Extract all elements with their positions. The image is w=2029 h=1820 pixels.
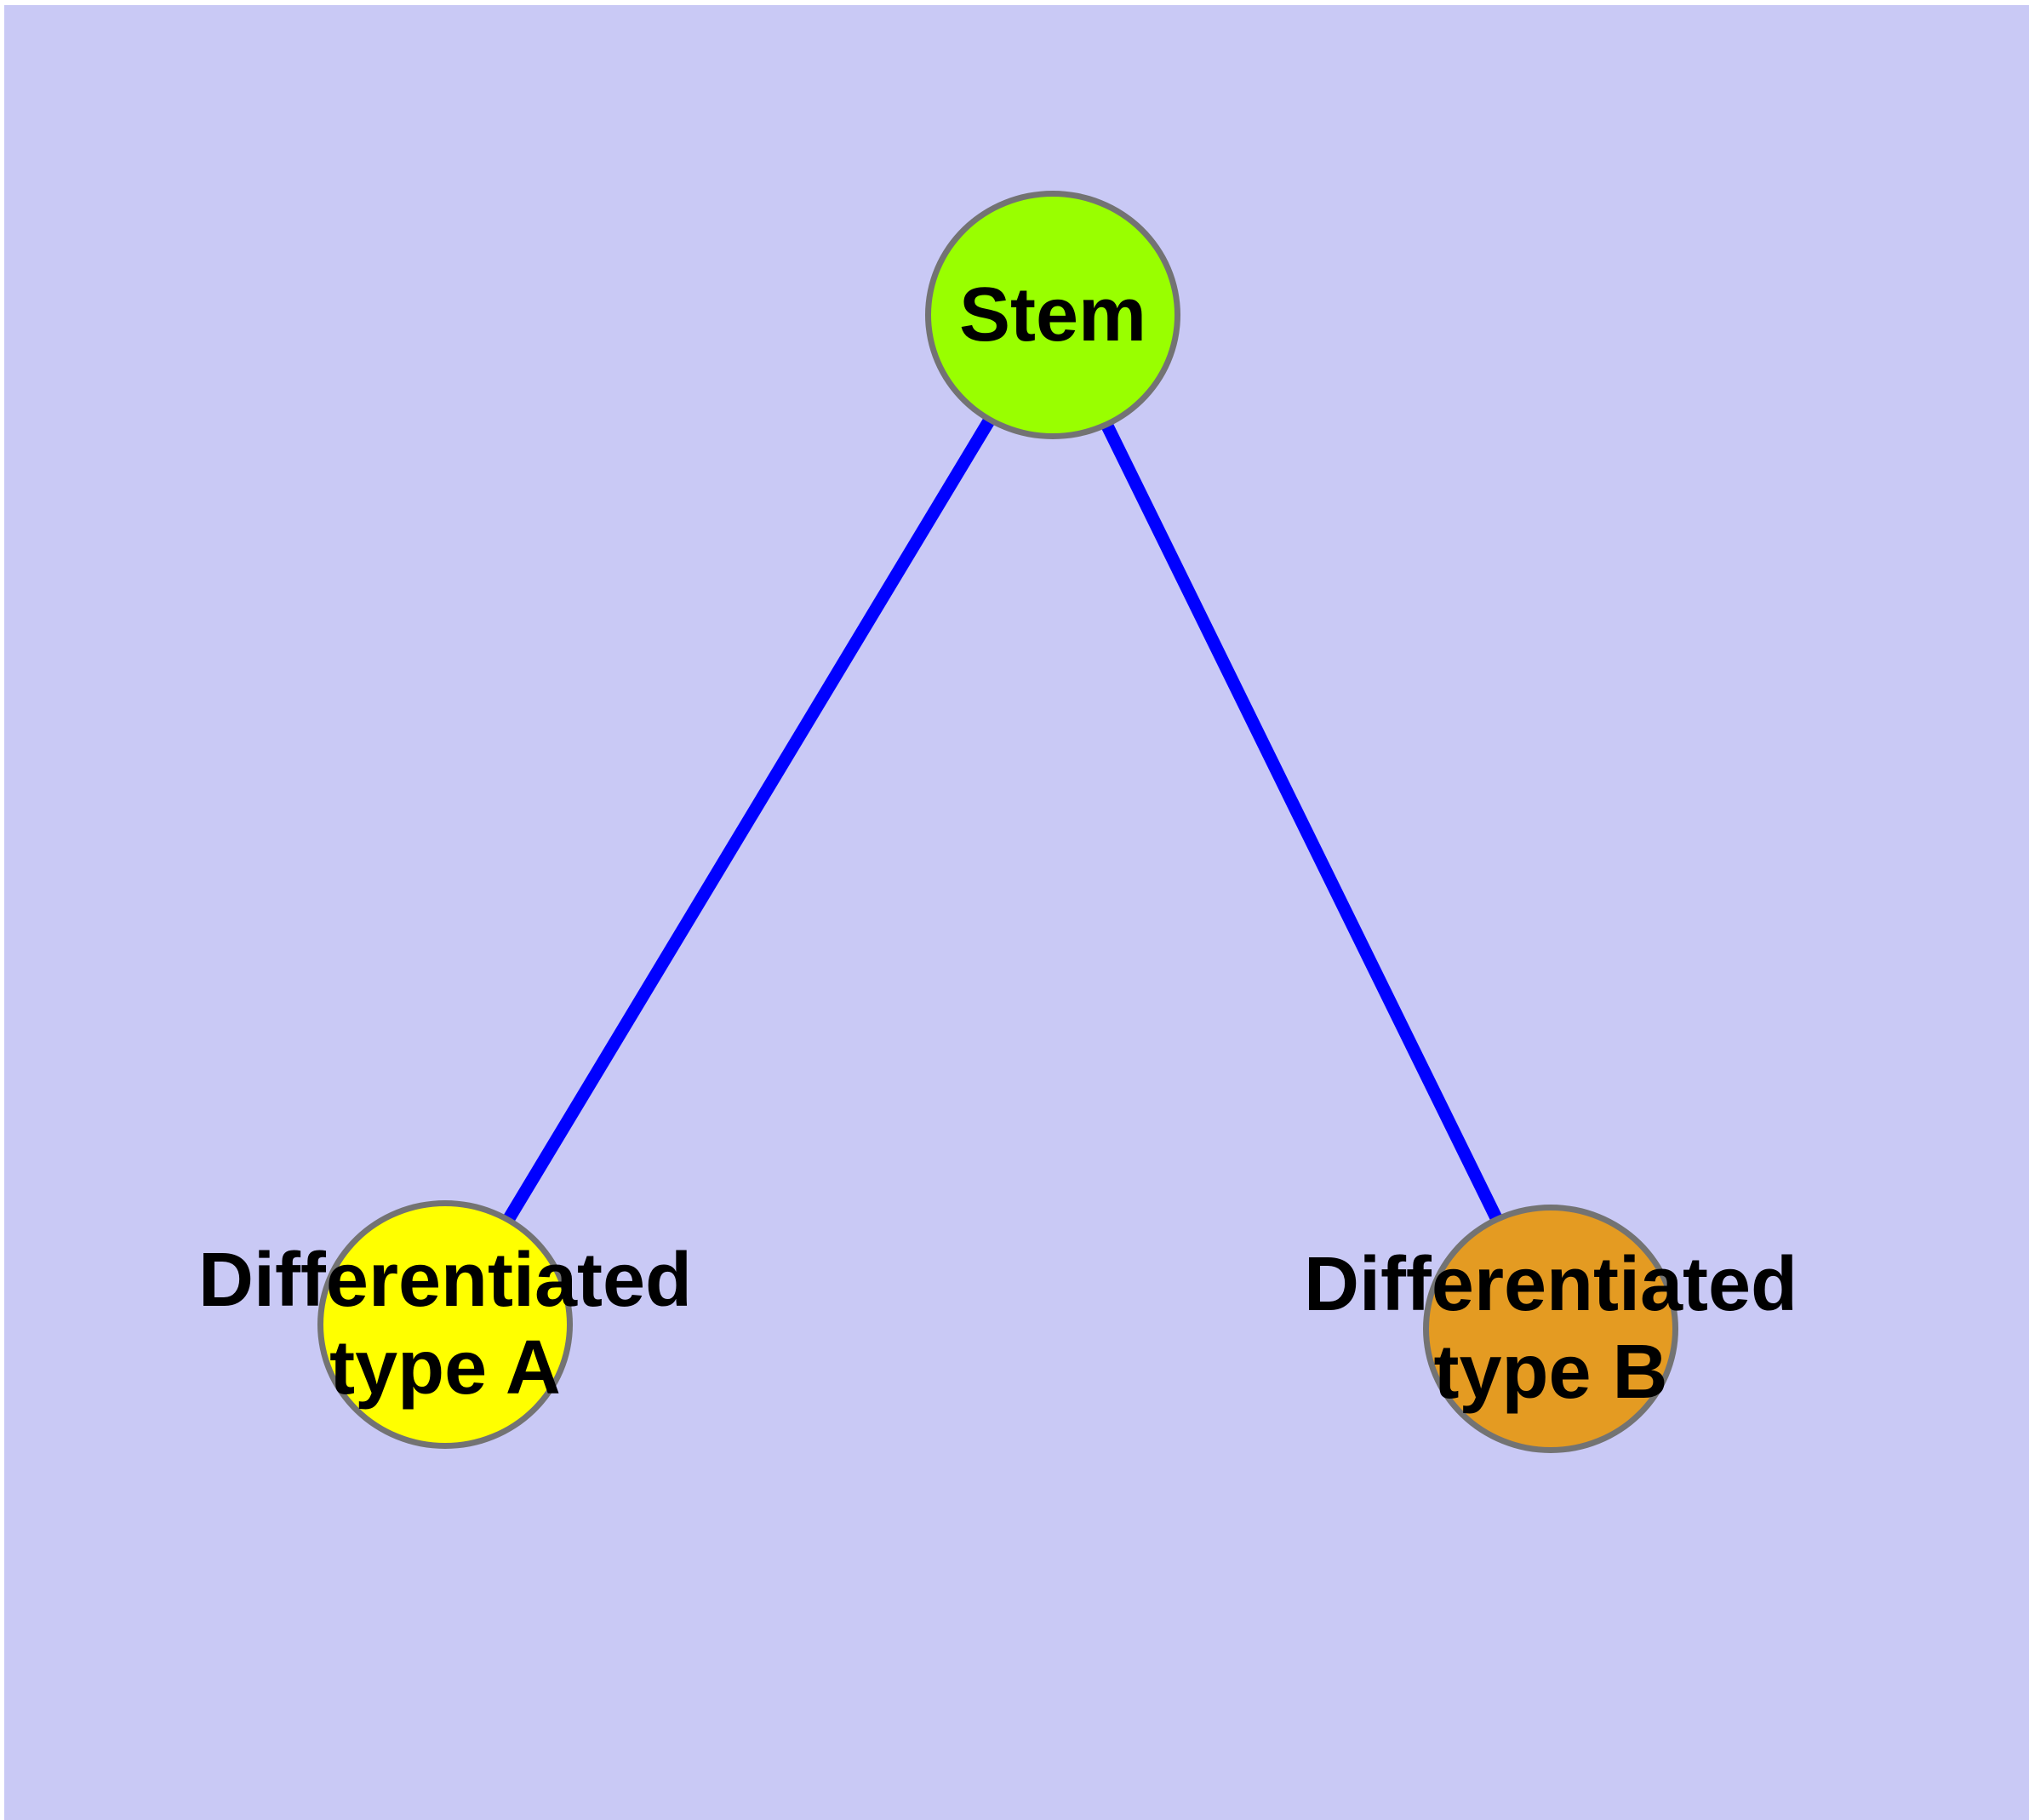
label-line-2: type A [329, 1325, 561, 1411]
label-line-2: type B [1433, 1330, 1668, 1415]
label-line-1: Differentiated [197, 1238, 693, 1323]
edge-stem-to-type-a [439, 312, 1059, 1328]
edge-stem-to-type-b [1047, 312, 1557, 1332]
node-differentiated-type-a: Differentiated type A [198, 1200, 692, 1449]
edges-layer [439, 312, 1557, 1332]
node-differentiated-type-b-label: Differentiated type B [1125, 1241, 1976, 1417]
node-differentiated-type-b: Differentiated type B [1304, 1205, 1798, 1453]
diagram-canvas: Stem Differentiated type A Differentiate… [4, 5, 2029, 1820]
node-stem-label: Stem [958, 272, 1147, 358]
label-line-1: Differentiated [1303, 1242, 1798, 1327]
node-differentiated-type-a-label: Differentiated type A [20, 1237, 871, 1412]
node-stem: Stem [925, 191, 1180, 439]
